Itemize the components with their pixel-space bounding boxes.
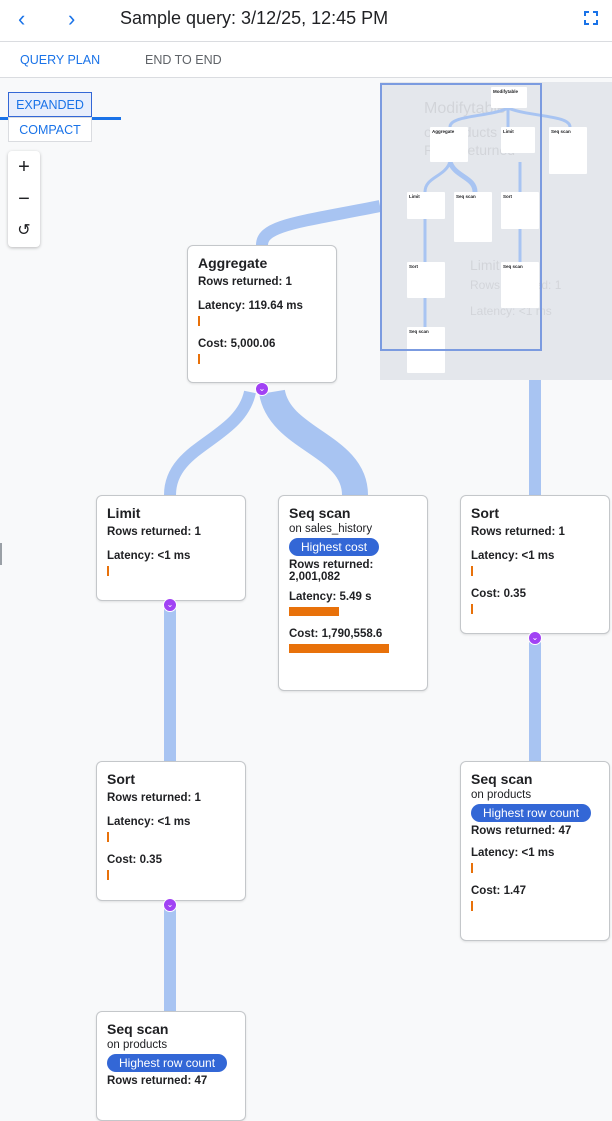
minimap-node: Modifytable: [491, 87, 527, 108]
rows-returned: Rows returned: 47: [107, 1075, 208, 1087]
edge-aggregate-parent: [256, 200, 382, 246]
node-title: Limit: [107, 505, 141, 521]
latency-bar: [471, 566, 473, 576]
node-aggregate[interactable]: Aggregate Rows returned: 1 Latency: 119.…: [187, 245, 337, 383]
rows-returned-label: Rows returned:: [289, 559, 374, 571]
edge-aggregate-seqscan: [259, 388, 368, 497]
zoom-out-button[interactable]: −: [18, 188, 30, 210]
node-title: Seq scan: [289, 505, 351, 521]
latency-bar: [289, 607, 339, 616]
node-seq-scan-sales-history[interactable]: Seq scan on sales_history Highest cost R…: [278, 495, 428, 691]
cost-bar: [471, 604, 473, 614]
minimap-node: Limit: [407, 192, 445, 219]
node-title: Sort: [471, 505, 499, 521]
collapse-chevron-icon[interactable]: ⌄: [163, 898, 177, 912]
latency-bar: [107, 566, 109, 576]
table-name: on products: [471, 789, 532, 801]
node-limit[interactable]: Limit Rows returned: 1 Latency: <1 ms: [96, 495, 246, 601]
compact-view-button[interactable]: COMPACT: [8, 117, 92, 142]
node-seq-scan-products-bottom[interactable]: Seq scan on products Highest row count R…: [96, 1011, 246, 1121]
rows-returned: Rows returned: 1: [198, 276, 292, 288]
node-title: Sort: [107, 771, 135, 787]
page-title: Sample query: 3/12/25, 12:45 PM: [120, 8, 389, 28]
collapse-chevron-icon[interactable]: ⌄: [163, 598, 177, 612]
cost-bar: [289, 644, 389, 653]
tab-query-plan[interactable]: QUERY PLAN: [20, 53, 101, 67]
fullscreen-icon[interactable]: [584, 11, 598, 25]
rows-returned: Rows returned: 1: [107, 526, 201, 538]
minimap-node: Aggregate: [430, 127, 468, 162]
back-button[interactable]: ‹: [18, 6, 26, 31]
node-sort-right[interactable]: Sort Rows returned: 1 Latency: <1 ms Cos…: [460, 495, 610, 634]
cost: Cost: 0.35: [471, 588, 526, 600]
minimap-edges: [423, 106, 572, 327]
cost: Cost: 1.47: [471, 885, 526, 897]
latency-bar: [471, 863, 473, 873]
resize-handle[interactable]: [0, 543, 2, 565]
zoom-in-button[interactable]: +: [18, 156, 30, 178]
minimap-node: Limit: [501, 127, 535, 153]
tab-end-to-end[interactable]: END TO END: [145, 53, 222, 67]
highest-row-count-badge: Highest row count: [107, 1054, 228, 1072]
node-title: Seq scan: [107, 1021, 169, 1037]
forward-button[interactable]: ›: [68, 6, 76, 31]
zoom-controls: + − ↺: [8, 151, 40, 247]
collapse-chevron-icon[interactable]: ⌄: [528, 631, 542, 645]
rows-returned: Rows returned: 1: [471, 526, 565, 538]
table-name: on sales_history: [289, 523, 373, 535]
latency: Latency: <1 ms: [471, 847, 555, 859]
latency-bar: [198, 316, 200, 326]
latency: Latency: 119.64 ms: [198, 300, 303, 312]
minimap-node: Seq scan: [454, 192, 492, 242]
minimap-node: Seq scan: [549, 127, 587, 174]
rows-returned: Rows returned: 1: [107, 792, 201, 804]
latency-bar: [107, 832, 109, 842]
table-name: on products: [107, 1039, 168, 1051]
cost-bar: [107, 870, 109, 880]
node-sort-left[interactable]: Sort Rows returned: 1 Latency: <1 ms Cos…: [96, 761, 246, 901]
minimap-node: Seq scan: [501, 262, 539, 308]
minimap-node: Sort: [407, 262, 445, 298]
rows-returned-value: 2,001,082: [289, 571, 341, 583]
header: ‹ › Sample query: 3/12/25, 12:45 PM: [0, 0, 612, 42]
cost-bar: [471, 901, 473, 911]
latency: Latency: <1 ms: [471, 550, 555, 562]
cost-bar: [198, 354, 200, 364]
expanded-view-button[interactable]: EXPANDED: [8, 92, 92, 117]
collapse-chevron-icon[interactable]: ⌄: [255, 382, 269, 396]
node-title: Aggregate: [198, 255, 268, 271]
highest-row-count-badge: Highest row count: [471, 804, 592, 822]
minimap[interactable]: Modifytable on products Rows returned Li…: [380, 82, 612, 380]
node-seq-scan-products-right[interactable]: Seq scan on products Highest row count R…: [460, 761, 610, 941]
node-title: Seq scan: [471, 771, 533, 787]
cost: Cost: 1,790,558.6: [289, 628, 383, 640]
edge-aggregate-limit: [164, 390, 256, 496]
minimap-viewport[interactable]: [380, 83, 542, 351]
highest-cost-badge: Highest cost: [289, 538, 380, 556]
ghost-text: Limit: [470, 257, 500, 273]
cost: Cost: 5,000.06: [198, 338, 276, 350]
reset-zoom-button[interactable]: ↺: [17, 222, 31, 239]
cost: Cost: 0.35: [107, 854, 162, 866]
latency: Latency: <1 ms: [107, 550, 191, 562]
minimap-node: Sort: [501, 192, 539, 229]
latency: Latency: 5.49 s: [289, 591, 372, 603]
latency: Latency: <1 ms: [107, 816, 191, 828]
rows-returned: Rows returned: 47: [471, 825, 572, 837]
